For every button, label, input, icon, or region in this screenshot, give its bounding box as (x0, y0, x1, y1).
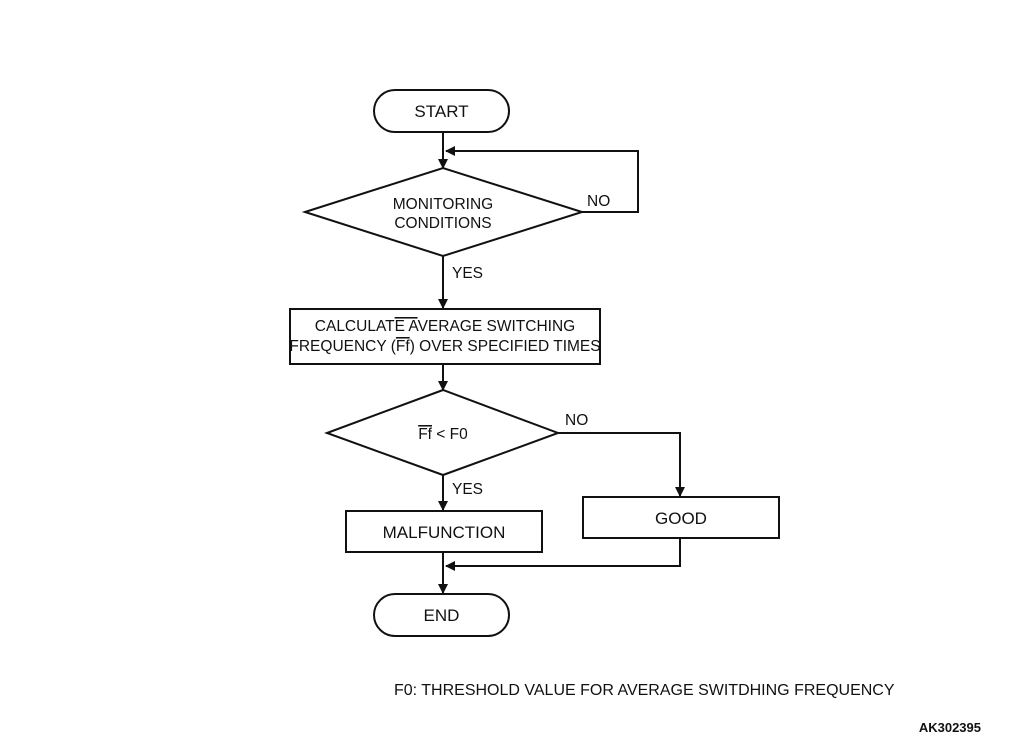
figure-code: AK302395 (919, 720, 981, 735)
calculate-label-line1: CALCULATE AVERAGE SWITCHING (315, 318, 575, 335)
monitoring-label-line1: MONITORING (393, 196, 493, 213)
connector-monitoring-no-loop (445, 146, 639, 213)
connector-good-to-end (445, 538, 681, 571)
calculate-underlined-fragment: E A (395, 318, 420, 335)
monitoring-label-line2: CONDITIONS (394, 215, 491, 232)
threshold-footnote: F0: THRESHOLD VALUE FOR AVERAGE SWITDHIN… (394, 682, 895, 699)
end-label: END (424, 606, 460, 625)
compare-no-label: NO (565, 412, 588, 429)
start-label: START (414, 102, 468, 121)
start-terminal (373, 89, 510, 133)
monitoring-conditions-decision (301, 166, 586, 258)
end-terminal (373, 593, 510, 637)
malfunction-label: MALFUNCTION (383, 523, 506, 542)
compare-ff-overline: Ff (418, 426, 432, 443)
malfunction-process (345, 510, 543, 553)
good-label: GOOD (655, 509, 707, 528)
compare-label: Ff < F0 (418, 426, 468, 443)
compare-yes-label: YES (452, 481, 483, 498)
calculate-label-line2: FREQUENCY (Ff) OVER SPECIFIED TIMES (289, 338, 600, 355)
calculate-average-process (289, 308, 601, 365)
connector-compare-no-to-good (558, 432, 685, 497)
monitoring-yes-label: YES (452, 265, 483, 282)
calculate-ff-overline: Ff (396, 338, 410, 355)
monitoring-no-label: NO (587, 193, 610, 210)
